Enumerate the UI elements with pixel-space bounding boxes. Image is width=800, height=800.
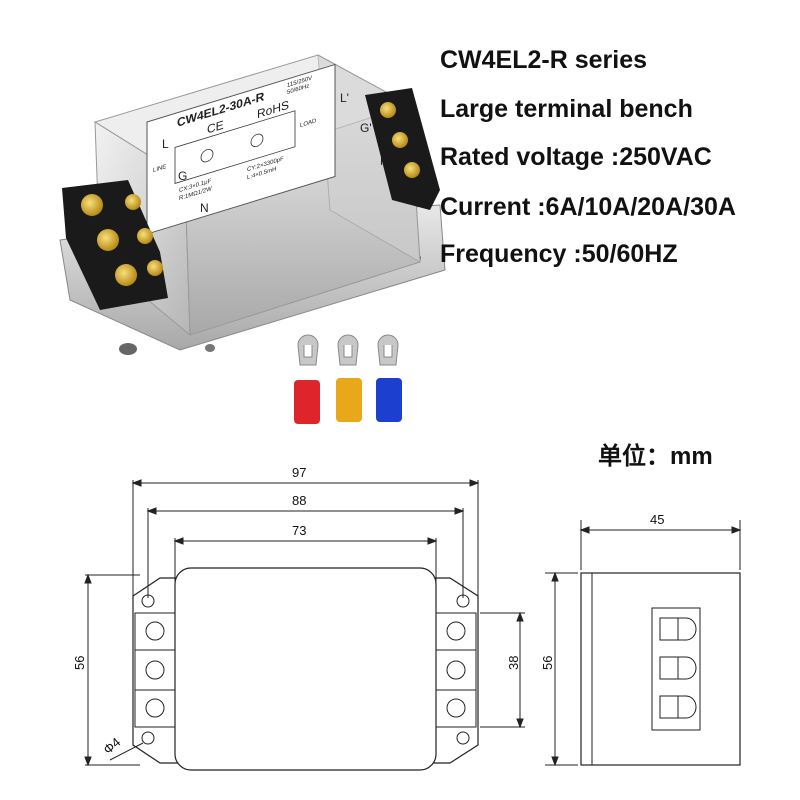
front-view-drawing xyxy=(84,479,525,771)
screw-icon xyxy=(115,264,137,286)
screw-icon xyxy=(125,194,141,210)
blue-sleeve xyxy=(376,378,402,422)
terminal-label-n: N xyxy=(200,201,209,215)
screw-icon xyxy=(380,102,396,118)
screw-icon xyxy=(147,260,163,276)
red-sleeve xyxy=(294,380,320,424)
unit-label: 单位：mm xyxy=(598,443,713,470)
spec-current: Current :6A/10A/20A/30A xyxy=(440,193,736,221)
spec-series: CW4EL2-R series xyxy=(440,46,648,74)
dim-side-height: 56 xyxy=(540,656,555,670)
label-ce: CE xyxy=(207,118,224,137)
dim-width-body: 73 xyxy=(292,523,306,538)
label-line: LINE xyxy=(153,163,166,174)
spec-voltage: Rated voltage :250VAC xyxy=(440,143,712,171)
dim-width-holes: 88 xyxy=(292,493,306,508)
screw-icon xyxy=(81,194,103,216)
fork-terminal-yellow xyxy=(336,334,362,422)
product-label: CW4EL2-30A-R 115/250V 50/60Hz CE RoHS LI… xyxy=(146,63,336,235)
dim-height-left: 56 xyxy=(72,656,87,670)
schematic-box xyxy=(174,110,296,184)
terminal-label-g: G xyxy=(178,169,187,183)
dim-depth: 45 xyxy=(650,512,664,527)
screw-icon xyxy=(97,229,119,251)
spec-frequency: Frequency :50/60HZ xyxy=(440,240,678,268)
side-view-drawing xyxy=(545,520,742,767)
fork-terminal-blue xyxy=(376,334,402,422)
terminal-label-l-prime: L' xyxy=(340,91,349,105)
dim-width-outer: 97 xyxy=(292,465,306,480)
spec-bench: Large terminal bench xyxy=(440,95,693,123)
label-load: LOAD xyxy=(300,117,317,129)
screw-icon xyxy=(392,132,408,148)
screw-icon xyxy=(404,162,420,178)
screw-icon xyxy=(137,228,153,244)
terminal-block-left xyxy=(62,180,168,310)
terminal-block-right xyxy=(365,88,440,210)
dim-hole: Φ4 xyxy=(100,734,123,757)
terminal-label-l: L xyxy=(162,137,169,151)
terminal-label-g-prime: G' xyxy=(360,121,372,135)
dim-height-right: 38 xyxy=(506,656,521,670)
fork-terminal-red xyxy=(294,334,320,424)
yellow-sleeve xyxy=(336,378,362,422)
